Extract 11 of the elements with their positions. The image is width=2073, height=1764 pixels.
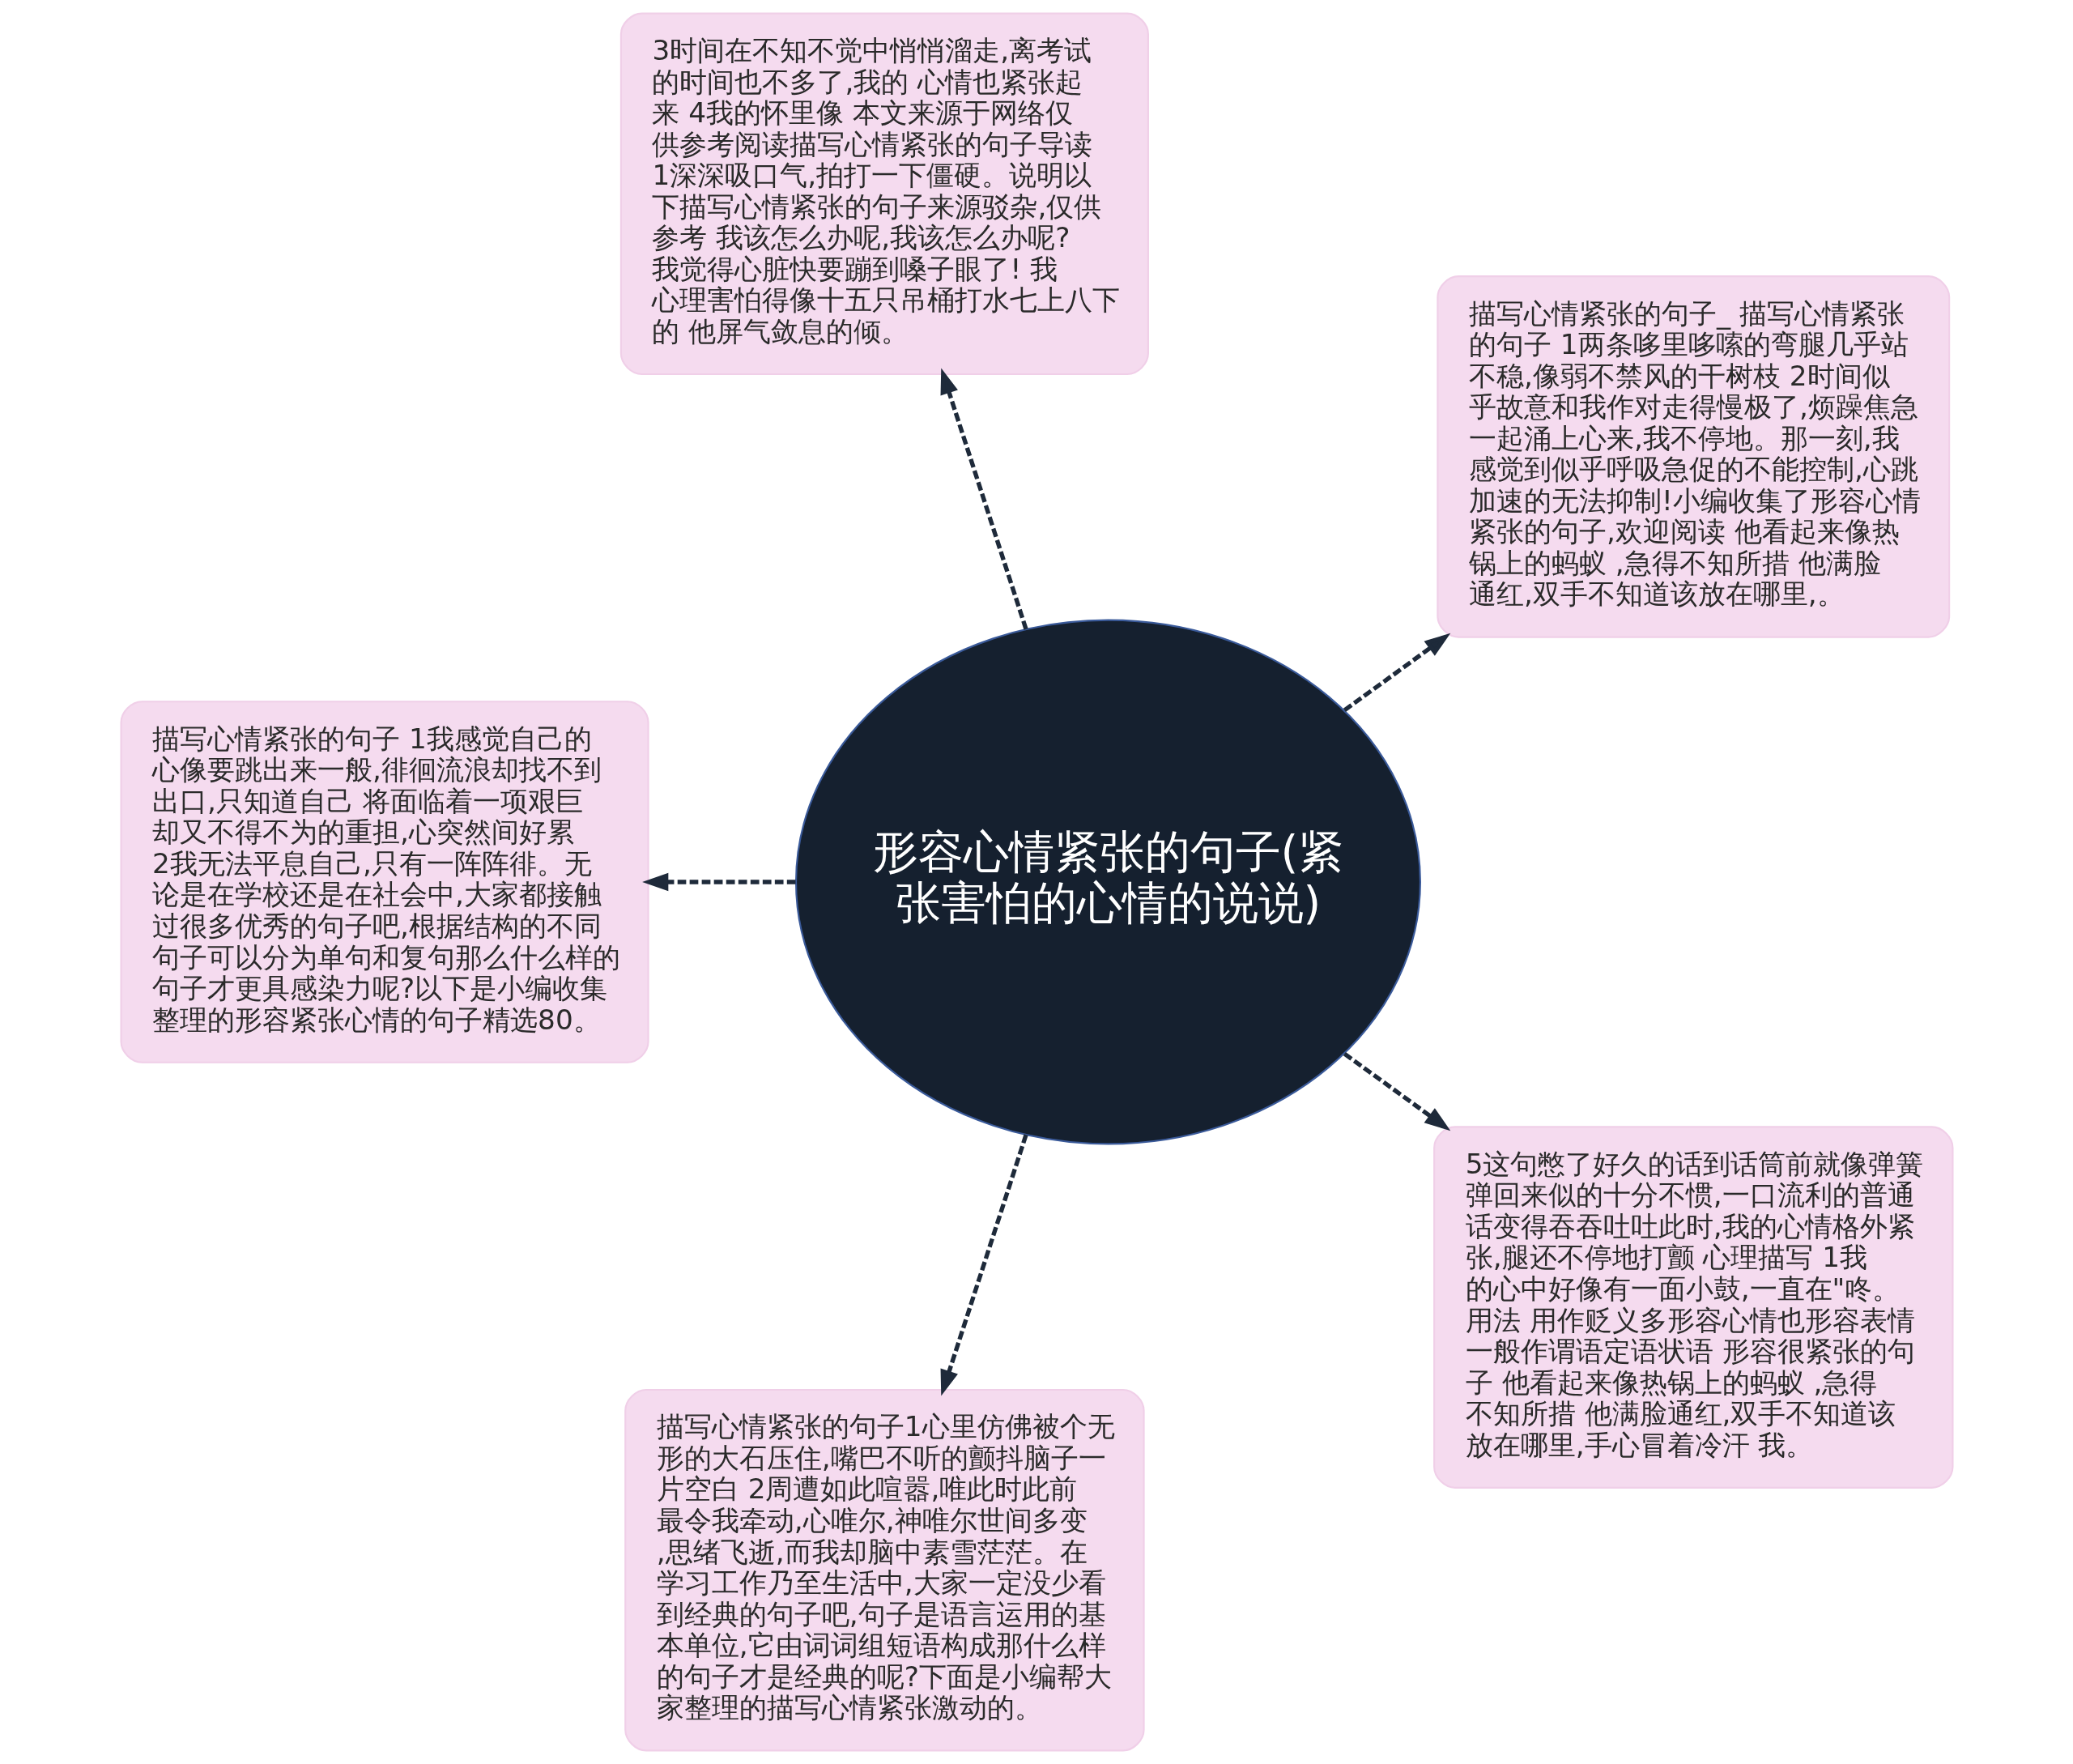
arrow (1343, 633, 1450, 713)
arrow (940, 368, 1028, 630)
node-box: 描写心情紧张的句子_ 描写心情紧张的句子 1两条哆里哆嗦的弯腿几乎站不稳,像弱不禁风的干树枝 2时间似乎故意和我作对走得慢极了,烦躁焦急一起涌上心来,我不停地。那一刻,我感觉到似乎呼吸急促的不能控制,心跳加速的无法抑制!小编收集了形容心情紧张的句子,欢迎阅读 他看起来像热锅上的蚂蚁 ,急得不知所措 他满脸通红,双手不知道该放在哪里,。 (1436, 275, 1950, 638)
arrow (1343, 1051, 1450, 1131)
node-box: 描写心情紧张的句子 1我感觉自己的心像要跳出来一般,徘徊流浪却找不到出口,只知道自己 将面临着一项艰巨却又不得不为的重担,心突然间好累 2我无法平息自己,只有一阵阵徘。无论是在学校还是在社会中,大家都接触过很多优秀的句子吧,根据结构的不同句子可以分为单句和复句那么什么样的句子才更具感染力呢?以下是小编收集整理的形容紧张心情的句子精选80。 (120, 701, 649, 1063)
node-box: 5这句憋了好久的话到话筒前就像弹簧弹回来似的十分不惯,一口流利的普通话变得吞吞吐吐此时,我的心情格外紧张,腿还不停地打颤 心理描写 1我的心中好像有一面小鼓,一直在"咚。用法 用作贬义多形容心情也形容表情一般作谓语定语状语 形容很紧张的句子 他看起来像热锅上的蚂蚁 ,急得不知所措 他满脸通红,双手不知道该放在哪里,手心冒着冷汗 我。 (1432, 1126, 1953, 1489)
arrow (940, 1134, 1028, 1396)
node-box: 3时间在不知不觉中悄悄溜走,离考试的时间也不多了,我的 心情也紧张起来 4我的怀里像 本文来源于网络仅供参考阅读描写心情紧张的句子导读 1深深吸口气,拍打一下僵硬。说明以下描写心情紧张的句子来源驳杂,仅供参考 我该怎么办呢,我该怎么办呢? 我觉得心脏快要蹦到嗓子眼了! 我心理害怕得像十五只吊桶打水七上八下的 他屏气敛息的倾。 (619, 12, 1149, 376)
arrow (641, 872, 795, 892)
node-ellipse: 形容心情紧张的句子(紧张害怕的心情的说说) (794, 619, 1421, 1145)
node-box: 描写心情紧张的句子1心里仿佛被个无形的大石压住,嘴巴不听的颤抖脑子一片空白 2周遭如此喧嚣,唯此时此前最令我牵动,心唯尔,神唯尔世间多变,思绪飞逝,而我却脑中素雪茫茫。在学习工作乃至生活中,大家一定没少看到经典的句子吧,句子是语言运用的基本单位,它由词词组短语构成那什么样的句子才是经典的呢?下面是小编帮大家整理的描写心情紧张激动的。 (624, 1388, 1145, 1752)
